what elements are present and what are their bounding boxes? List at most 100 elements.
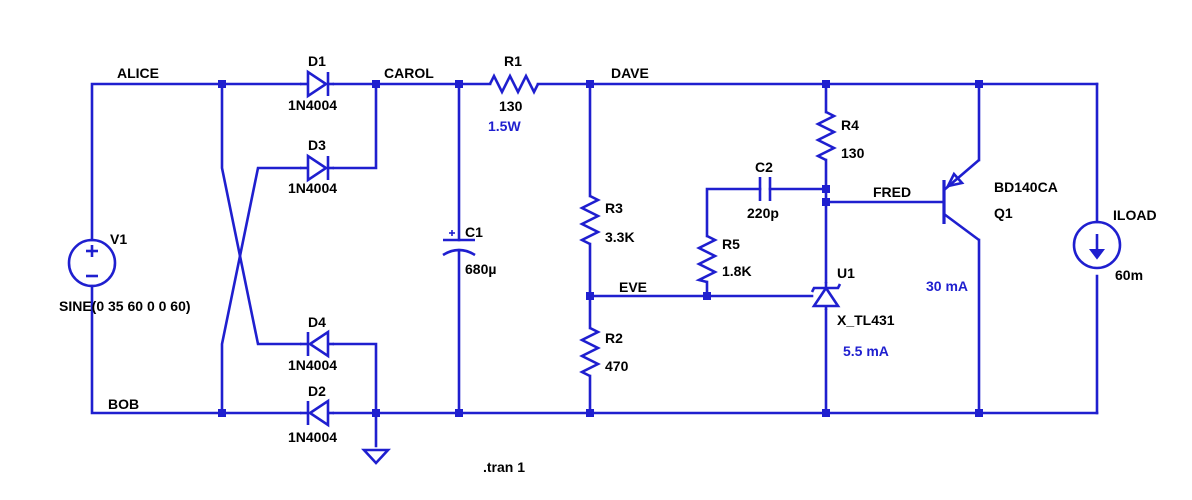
v1-value: SINE(0 35 60 0 0 60)	[59, 298, 191, 314]
junction-dot	[372, 409, 380, 417]
shunt-regulator-u1[interactable]	[810, 282, 842, 310]
diode-triangle	[306, 153, 329, 183]
wire-bridge-alice	[220, 82, 302, 346]
u1-model: X_TL431	[837, 312, 895, 328]
d1-name: D1	[308, 53, 326, 69]
c2-name: C2	[755, 159, 773, 175]
r3-name: R3	[605, 200, 623, 216]
junction-dot	[586, 292, 594, 300]
wire-d3-carol	[332, 82, 378, 170]
diode-triangle	[307, 398, 330, 428]
resistor-r3[interactable]	[579, 194, 601, 246]
capacitor-curved-plate	[442, 248, 476, 257]
r1-name: R1	[504, 53, 522, 69]
r3-value: 3.3K	[605, 229, 635, 245]
d3-name: D3	[308, 137, 326, 153]
regulator-cathode-bar	[810, 283, 842, 293]
r4-name: R4	[841, 117, 859, 133]
d2-model: 1N4004	[288, 429, 337, 445]
capacitor-c2[interactable]	[758, 177, 772, 201]
d4-name: D4	[308, 314, 326, 330]
diode-d4[interactable]	[300, 329, 334, 359]
junction-dot	[218, 80, 226, 88]
diode-d1[interactable]	[300, 69, 334, 99]
resistor-r5[interactable]	[695, 234, 718, 284]
net-label-alice: ALICE	[117, 65, 159, 81]
net-label-fred: FRED	[873, 184, 911, 200]
r2-value: 470	[605, 358, 629, 374]
c1-name: C1	[465, 224, 483, 240]
wire-alice	[90, 82, 302, 242]
regulator-triangle	[811, 285, 841, 308]
q1-current-note: 30 mA	[926, 278, 968, 294]
resistor-r1[interactable]	[488, 73, 540, 95]
d4-model: 1N4004	[288, 357, 337, 373]
net-label-carol: CAROL	[384, 65, 434, 81]
voltage-source-v1[interactable]	[67, 238, 117, 288]
wire-d4-gnd	[332, 342, 378, 448]
junction-dot	[372, 80, 380, 88]
net-label-eve: EVE	[619, 279, 647, 295]
r5-value: 1.8K	[722, 263, 752, 279]
junction-dot	[822, 409, 830, 417]
resistor-zigzag	[695, 234, 718, 284]
iload-name: ILOAD	[1113, 207, 1157, 223]
u1-current-note: 5.5 mA	[843, 343, 889, 359]
source-circle	[67, 238, 117, 288]
junctions	[218, 80, 983, 417]
c1-value: 680µ	[465, 261, 496, 277]
ground-triangle-icon	[361, 448, 391, 465]
junction-dot	[455, 80, 463, 88]
d2-name: D2	[308, 383, 326, 399]
iload-value: 60m	[1115, 267, 1143, 283]
diode-d3[interactable]	[300, 153, 334, 183]
net-label-bob: BOB	[108, 396, 139, 412]
resistor-r2[interactable]	[579, 326, 601, 378]
junction-dot	[703, 292, 711, 300]
c2-value: 220p	[747, 205, 779, 221]
resistor-r4[interactable]	[815, 110, 837, 162]
junction-dot	[455, 409, 463, 417]
d3-model: 1N4004	[288, 180, 337, 196]
r1-value: 130	[499, 98, 523, 114]
junction-dot	[975, 409, 983, 417]
wires	[90, 82, 1099, 448]
transistor-collector-leg	[943, 212, 980, 242]
capacitor-c1[interactable]	[442, 230, 476, 257]
junction-dot	[822, 198, 830, 206]
q1-model: BD140CA	[994, 179, 1058, 195]
labels: ALICE BOB CAROL DAVE EVE FRED D1 1N4004 …	[59, 53, 1157, 475]
q1-name: Q1	[994, 205, 1013, 221]
r5-name: R5	[722, 236, 740, 252]
diode-d2[interactable]	[300, 398, 334, 428]
r1-power-note: 1.5W	[488, 118, 521, 134]
diode-triangle	[306, 69, 329, 99]
wire-v1-bottom	[90, 284, 302, 415]
junction-dot	[586, 409, 594, 417]
wire-bridge-bob	[220, 166, 302, 415]
junction-dot	[822, 185, 830, 193]
resistor-zigzag	[488, 73, 540, 95]
junction-dot	[586, 80, 594, 88]
r4-value: 130	[841, 145, 865, 161]
diode-triangle	[307, 329, 330, 359]
ground-symbol	[361, 448, 391, 465]
simulation-directive: .tran 1	[483, 459, 525, 475]
resistor-zigzag	[579, 326, 601, 378]
current-arrow-head-icon	[1089, 249, 1105, 260]
source-circle	[1072, 220, 1122, 270]
transistor-q1[interactable]	[942, 159, 980, 242]
junction-dot	[218, 409, 226, 417]
junction-dot	[822, 80, 830, 88]
r2-name: R2	[605, 330, 623, 346]
current-source-iload[interactable]	[1072, 220, 1122, 270]
resistor-zigzag	[579, 194, 601, 246]
net-label-dave: DAVE	[611, 65, 649, 81]
v1-name: V1	[110, 231, 127, 247]
u1-name: U1	[837, 265, 855, 281]
wire-r5-top	[705, 187, 762, 238]
transistor-arrow-icon	[945, 171, 965, 188]
d1-model: 1N4004	[288, 97, 337, 113]
junction-dot	[975, 80, 983, 88]
